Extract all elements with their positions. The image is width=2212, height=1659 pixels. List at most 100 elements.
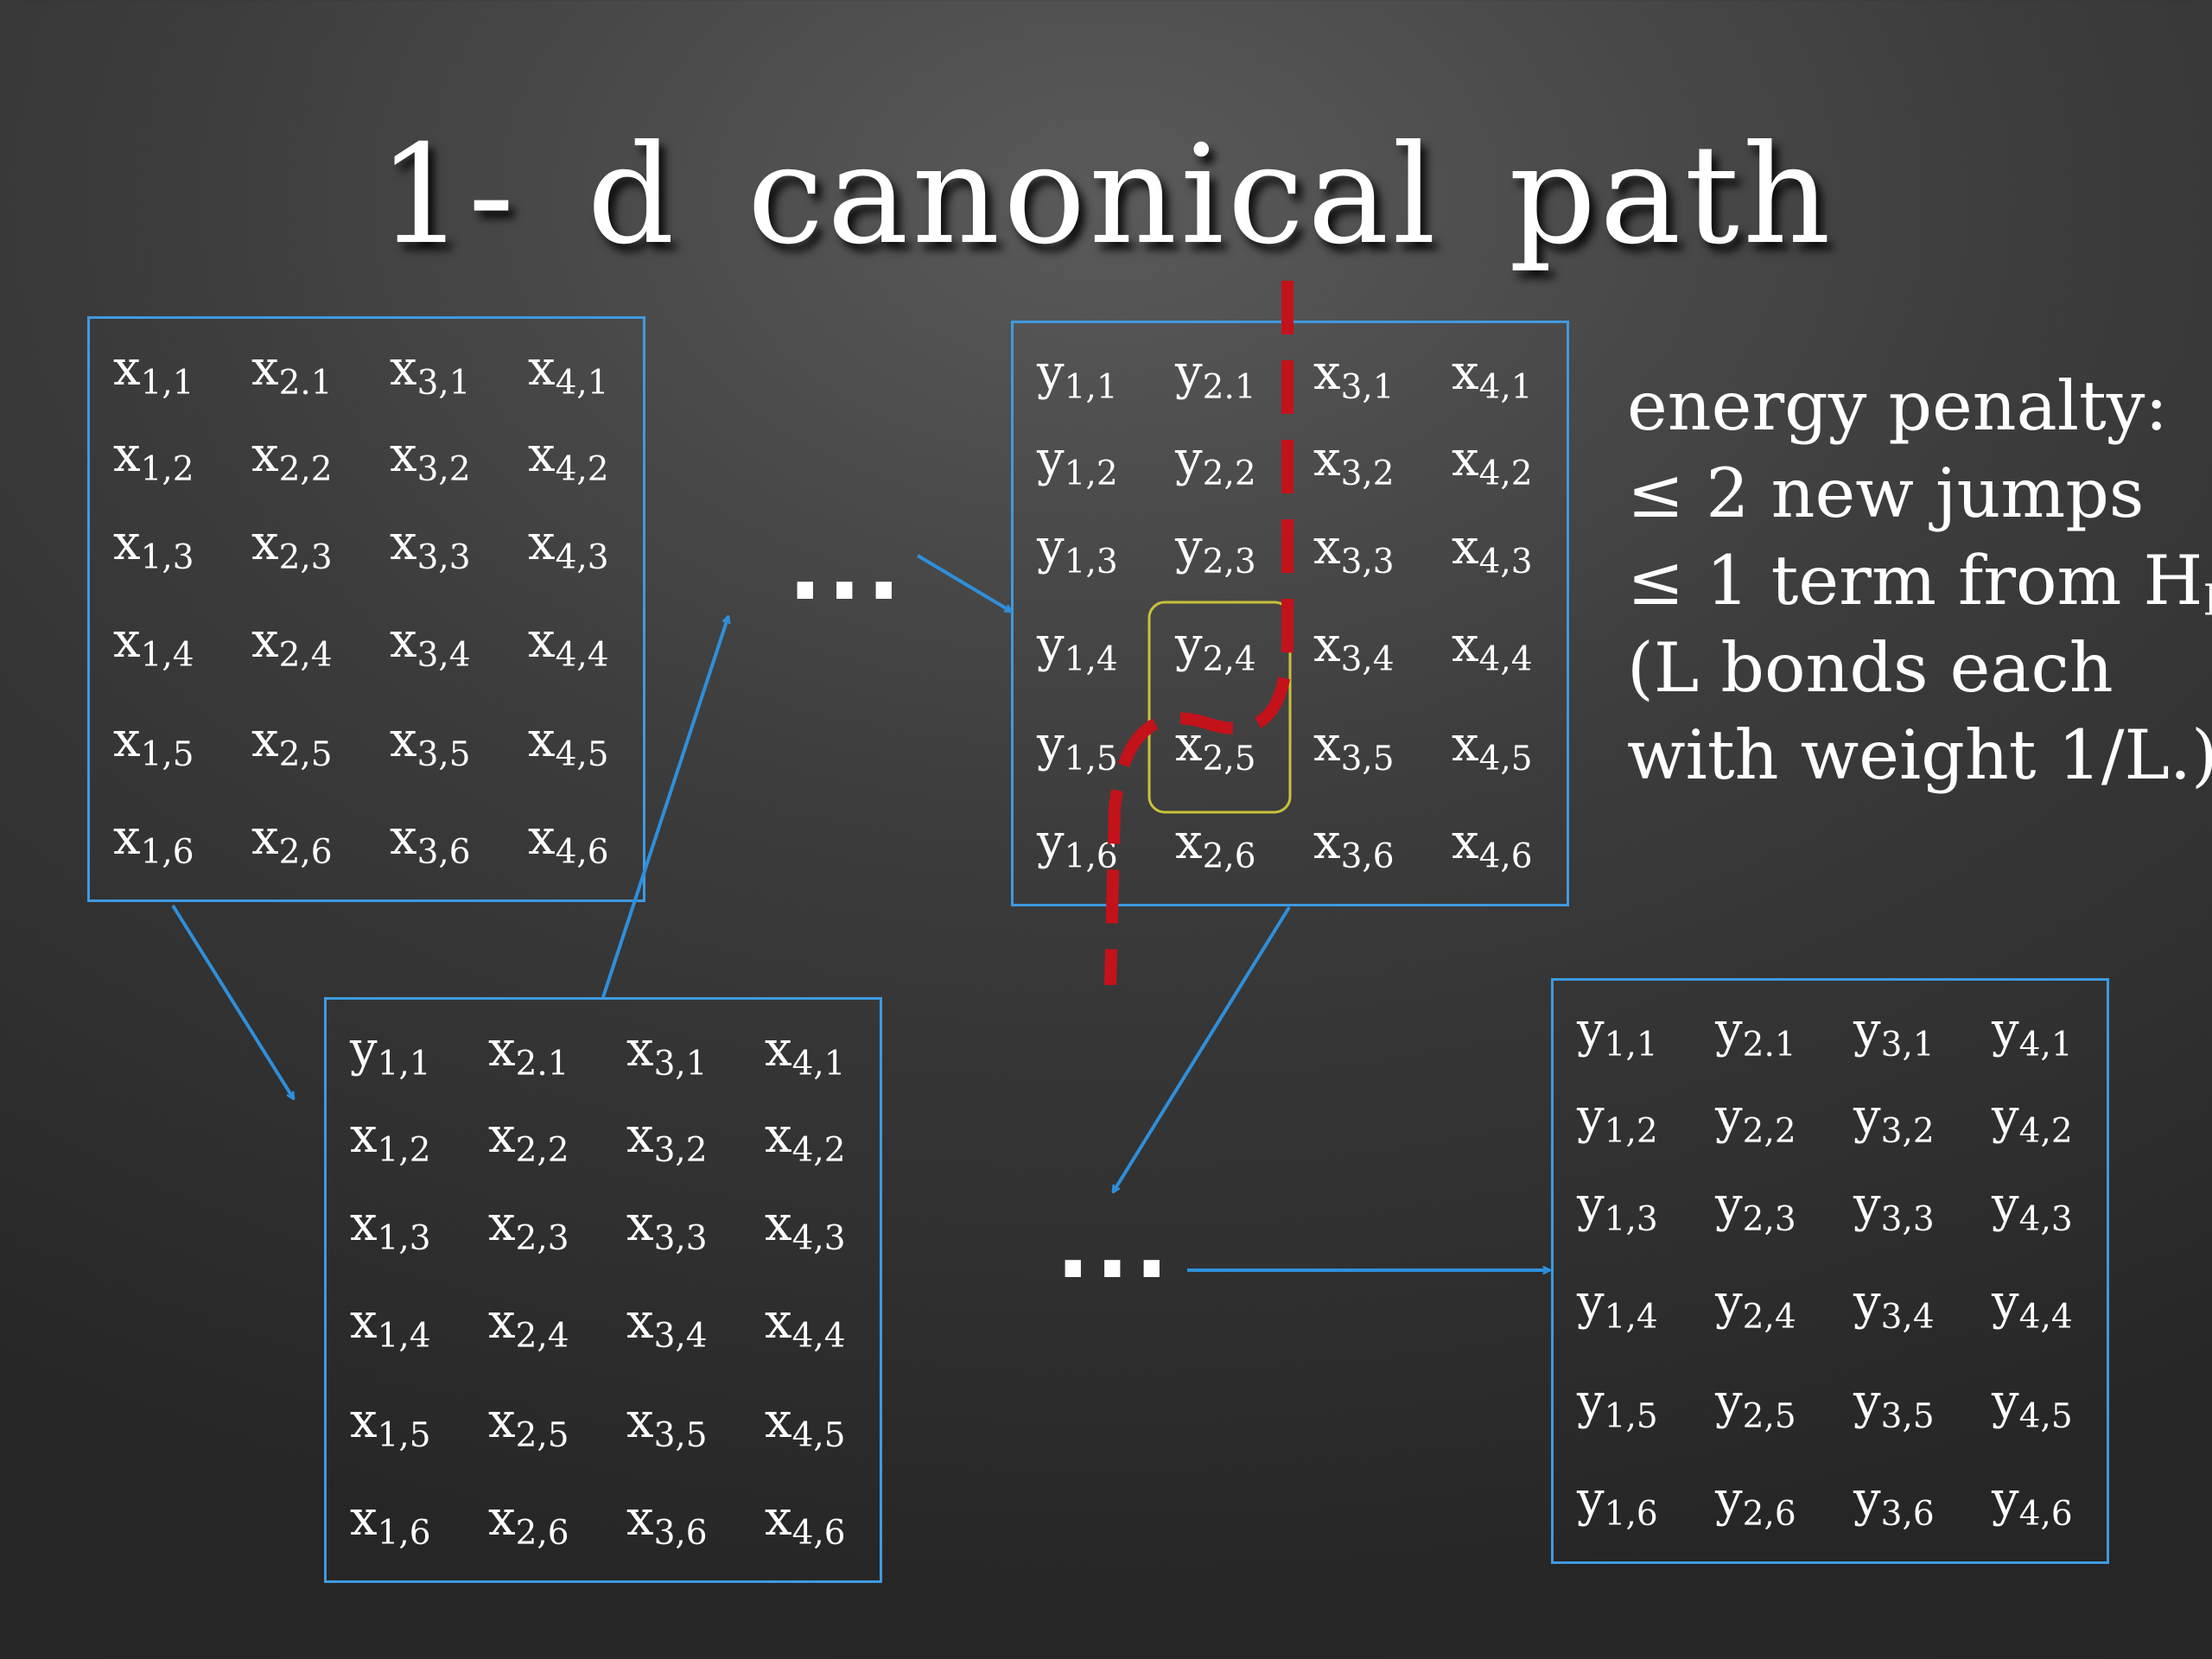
matrix-cell: y4,2 bbox=[1992, 1093, 2073, 1148]
cell-index: 2,2 bbox=[1742, 1111, 1796, 1151]
matrix-cell: x3,1 bbox=[626, 1026, 708, 1081]
matrix-cell: y1,6 bbox=[1037, 818, 1118, 874]
matrix-cell: x3,3 bbox=[1313, 524, 1395, 579]
cell-variable: y bbox=[1853, 1002, 1881, 1058]
cell-index: 1,1 bbox=[1064, 367, 1118, 407]
cell-index: 3,2 bbox=[416, 449, 471, 489]
matrix-cell: x2,2 bbox=[488, 1112, 569, 1167]
cell-index: 3,4 bbox=[1340, 639, 1395, 679]
cell-variable: y bbox=[1037, 431, 1065, 487]
cell-variable: x bbox=[390, 515, 417, 571]
cell-index: 4,4 bbox=[791, 1316, 846, 1356]
matrix-cell: x2,6 bbox=[251, 814, 333, 869]
cell-variable: y bbox=[1577, 1274, 1605, 1331]
annotation-line-5: with weight 1/L.) bbox=[1627, 715, 2212, 795]
cell-variable: y bbox=[1992, 1177, 2019, 1233]
matrix-cell: y4,4 bbox=[1992, 1279, 2073, 1334]
slide-title: 1- d canonical path bbox=[378, 116, 1834, 275]
matrix-cell: y4,3 bbox=[1992, 1181, 2073, 1236]
cell-variable: x bbox=[626, 1021, 654, 1077]
cell-variable: x bbox=[251, 613, 279, 669]
cell-index: 4,3 bbox=[555, 537, 609, 577]
annotation-line-2: ≤ 2 new jumps bbox=[1627, 454, 2145, 533]
cell-variable: x bbox=[113, 613, 141, 669]
cell-index: 3,1 bbox=[1880, 1025, 1935, 1065]
cell-index: 2,3 bbox=[1202, 542, 1256, 582]
cell-variable: x bbox=[765, 1196, 792, 1252]
matrix-cell: y1,4 bbox=[1037, 621, 1118, 677]
cell-variable: x bbox=[528, 810, 556, 866]
matrix-cell: x4,3 bbox=[1452, 524, 1533, 579]
matrix-cell: x3,1 bbox=[390, 345, 471, 400]
matrix-cell: y2,3 bbox=[1715, 1181, 1796, 1236]
matrix-cell: x1,5 bbox=[113, 716, 194, 772]
cell-index: 2.1 bbox=[278, 363, 333, 403]
cell-variable: x bbox=[528, 427, 556, 483]
matrix-cell: x1,2 bbox=[350, 1112, 431, 1167]
cell-index: 4,1 bbox=[1478, 367, 1533, 407]
matrix-cell: y4,5 bbox=[1992, 1378, 2073, 1433]
matrix-cell: y1,6 bbox=[1577, 1476, 1658, 1531]
cell-variable: y bbox=[1992, 1002, 2019, 1058]
cell-index: 2,5 bbox=[1742, 1396, 1796, 1436]
matrix-cell: y2,3 bbox=[1175, 524, 1256, 579]
cell-index: 3,4 bbox=[653, 1316, 708, 1356]
matrix-cell: x2.1 bbox=[488, 1026, 569, 1081]
matrix-cell: y2,6 bbox=[1715, 1476, 1796, 1531]
cell-variable: y bbox=[1037, 716, 1065, 772]
cell-variable: x bbox=[113, 712, 141, 768]
cell-index: 4,4 bbox=[555, 635, 609, 675]
cell-index: 1,4 bbox=[1064, 639, 1118, 679]
cell-index: 4,2 bbox=[555, 449, 609, 489]
cell-variable: x bbox=[390, 712, 417, 768]
cell-index: 3,1 bbox=[653, 1044, 708, 1084]
cell-index: 4,2 bbox=[1478, 454, 1533, 493]
cell-variable: x bbox=[251, 340, 279, 397]
cell-variable: x bbox=[1452, 814, 1479, 870]
cell-index: 4,4 bbox=[1478, 639, 1533, 679]
annotation-line-4: (L bonds each bbox=[1627, 628, 2113, 708]
cell-index: 1,1 bbox=[377, 1044, 431, 1084]
arrow-grid1-to-grid2 bbox=[171, 904, 296, 1099]
cell-variable: x bbox=[1313, 617, 1341, 673]
cell-index: 1,4 bbox=[140, 635, 194, 675]
matrix-cell: x3,2 bbox=[390, 431, 471, 486]
matrix-cell: x4,3 bbox=[765, 1200, 846, 1255]
cell-variable: y bbox=[1037, 519, 1065, 575]
matrix-cell: x4,3 bbox=[528, 519, 609, 575]
matrix-cell: x3,6 bbox=[626, 1495, 708, 1550]
cell-index: 2,6 bbox=[1742, 1494, 1796, 1534]
matrix-cell: y4,1 bbox=[1992, 1007, 2073, 1062]
matrix-cell: x3,3 bbox=[390, 519, 471, 575]
cell-variable: y bbox=[1175, 519, 1203, 575]
cell-index: 4,1 bbox=[2018, 1025, 2073, 1065]
annotation-line-1: energy penalty: bbox=[1627, 366, 2169, 446]
cell-index: 4,6 bbox=[1478, 836, 1533, 876]
matrix-cell: x3,4 bbox=[390, 617, 471, 672]
cell-index: 3,6 bbox=[416, 832, 471, 872]
matrix-cell: x4,1 bbox=[528, 345, 609, 400]
matrix-cell: x4,4 bbox=[765, 1298, 846, 1353]
matrix-cell: x2,5 bbox=[488, 1397, 569, 1452]
annotation-line-3-subscript: D bbox=[2202, 575, 2212, 626]
cell-variable: y bbox=[350, 1021, 378, 1077]
cell-index: 1,3 bbox=[1604, 1199, 1658, 1239]
matrix-cell: y2.1 bbox=[1175, 349, 1256, 404]
matrix-cell: x2,3 bbox=[251, 519, 333, 575]
annotation-line-3: ≤ 1 term from HD bbox=[1627, 537, 2212, 625]
cell-variable: x bbox=[488, 1021, 516, 1077]
matrix-cell: x4,4 bbox=[1452, 621, 1533, 677]
cell-index: 4,3 bbox=[791, 1218, 846, 1258]
matrix-cell: x4,1 bbox=[1452, 349, 1533, 404]
cell-variable: y bbox=[1577, 1002, 1605, 1058]
matrix-cell: y1,1 bbox=[1577, 1007, 1658, 1062]
matrix-cell: x1,3 bbox=[350, 1200, 431, 1255]
matrix-cell: x4,6 bbox=[528, 814, 609, 869]
matrix-cell: x2,2 bbox=[251, 431, 333, 486]
matrix-cell: y1,5 bbox=[1037, 721, 1118, 776]
cell-index: 3,1 bbox=[416, 363, 471, 403]
cell-index: 3,2 bbox=[1880, 1111, 1935, 1151]
cell-variable: x bbox=[1452, 519, 1479, 575]
